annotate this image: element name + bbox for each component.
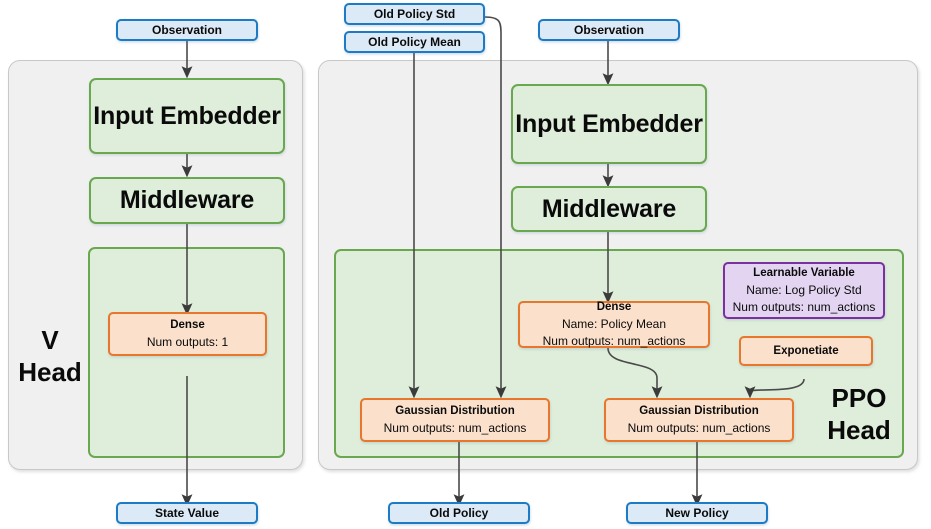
ppo-head-dense-policy-mean[interactable]: Dense Name: Policy Mean Num outputs: num… <box>518 301 710 348</box>
v-head-caption: V Head <box>18 325 82 387</box>
ppo-head-gaussian-new-title: Gaussian Distribution <box>639 405 759 418</box>
io-observation-right[interactable]: Observation <box>538 19 680 41</box>
io-old-policy-mean[interactable]: Old Policy Mean <box>344 31 485 53</box>
ppo-head-dense-num-outputs: Num outputs: num_actions <box>542 333 686 348</box>
io-old-policy-std-label: Old Policy Std <box>373 7 456 21</box>
ppo-head-middleware[interactable]: Middleware <box>511 186 707 232</box>
v-head-middleware-label: Middleware <box>119 186 255 214</box>
io-state-value-label: State Value <box>154 506 220 520</box>
ppo-head-learnable-variable-title: Learnable Variable <box>753 267 855 280</box>
ppo-head-middleware-label: Middleware <box>541 194 677 223</box>
ppo-head-learnable-variable-name: Name: Log Policy Std <box>746 282 862 297</box>
v-head-dense-num-outputs: Num outputs: 1 <box>146 334 229 349</box>
v-head-dense-title: Dense <box>170 319 205 332</box>
ppo-head-gaussian-old[interactable]: Gaussian Distribution Num outputs: num_a… <box>360 398 550 442</box>
io-observation-right-label: Observation <box>573 23 645 37</box>
ppo-head-gaussian-old-title: Gaussian Distribution <box>395 405 515 418</box>
v-head-input-embedder-label: Input Embedder <box>93 101 281 130</box>
io-old-policy-mean-label: Old Policy Mean <box>368 35 461 49</box>
ppo-head-input-embedder[interactable]: Input Embedder <box>511 84 707 164</box>
io-old-policy[interactable]: Old Policy <box>388 502 530 524</box>
ppo-head-exponentiate-label: Exponetiate <box>773 344 839 357</box>
ppo-head-input-embedder-label: Input Embedder <box>515 109 703 138</box>
ppo-head-learnable-variable[interactable]: Learnable Variable Name: Log Policy Std … <box>723 262 885 319</box>
ppo-head-gaussian-old-num-outputs: Num outputs: num_actions <box>383 420 527 435</box>
io-observation-left-label: Observation <box>151 23 223 37</box>
io-old-policy-label: Old Policy <box>429 506 489 520</box>
ppo-head-gaussian-new-num-outputs: Num outputs: num_actions <box>627 420 771 435</box>
v-head-input-embedder[interactable]: Input Embedder <box>89 78 285 154</box>
ppo-head-dense-title: Dense <box>596 301 632 314</box>
io-observation-left[interactable]: Observation <box>116 19 258 41</box>
io-state-value[interactable]: State Value <box>116 502 258 524</box>
io-old-policy-std[interactable]: Old Policy Std <box>344 3 485 25</box>
v-head-middleware[interactable]: Middleware <box>89 177 285 224</box>
io-new-policy-label: New Policy <box>665 506 729 520</box>
ppo-head-gaussian-new[interactable]: Gaussian Distribution Num outputs: num_a… <box>604 398 794 442</box>
ppo-head-exponentiate[interactable]: Exponetiate <box>739 336 873 366</box>
io-new-policy[interactable]: New Policy <box>626 502 768 524</box>
ppo-head-dense-name: Name: Policy Mean <box>561 316 667 331</box>
v-head-dense[interactable]: Dense Num outputs: 1 <box>108 312 267 356</box>
ppo-head-caption: PPO Head <box>827 383 891 445</box>
ppo-head-learnable-variable-num-outputs: Num outputs: num_actions <box>732 299 876 314</box>
